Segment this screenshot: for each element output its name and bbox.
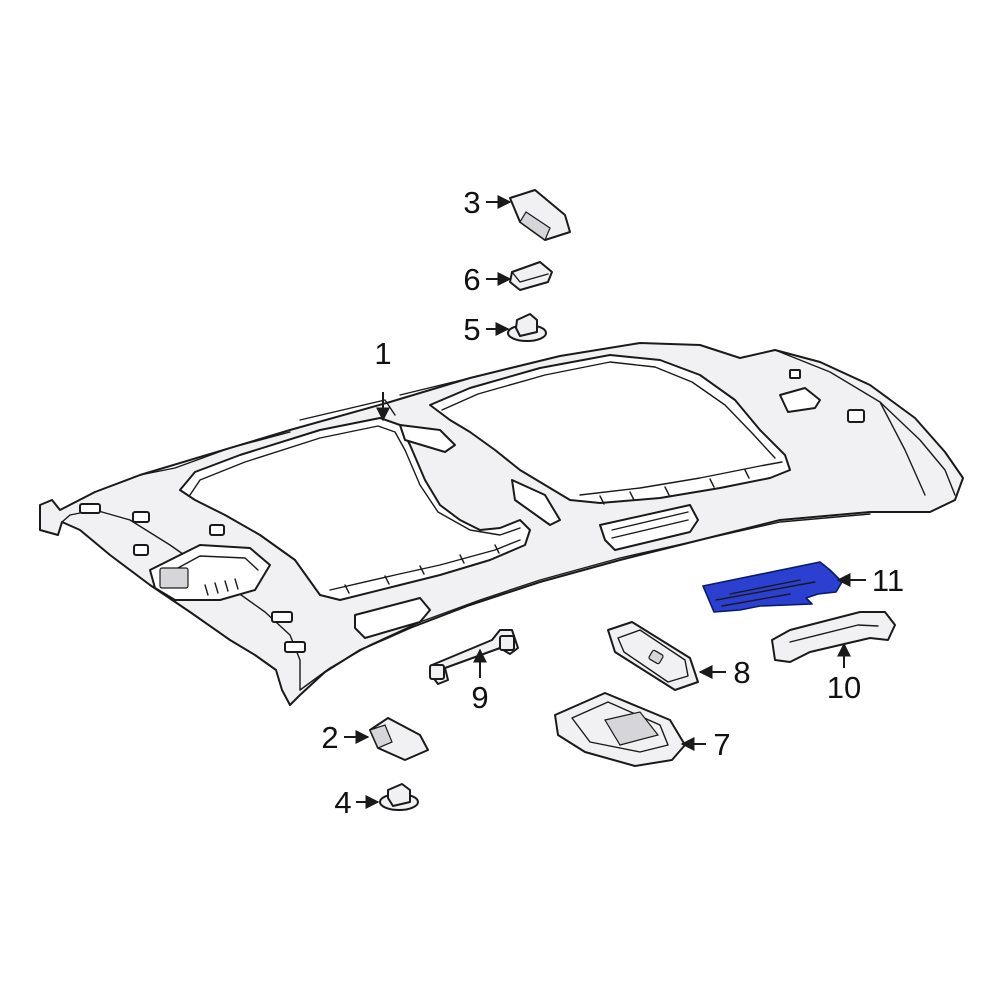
part-3-visor-clip <box>509 189 571 241</box>
callout-1: 1 <box>374 336 391 371</box>
callout-leaders <box>344 195 866 809</box>
part-6-clip <box>509 261 553 291</box>
callout-labels: 1 2 3 4 5 6 7 8 9 10 11 <box>321 185 904 820</box>
part-9-grab-handle <box>429 629 519 685</box>
callout-6: 6 <box>463 262 480 297</box>
callout-3: 3 <box>463 185 480 220</box>
callout-8: 8 <box>733 655 750 690</box>
part-7-overhead-console <box>554 692 686 767</box>
part-10-grab-handle <box>771 611 896 663</box>
callout-10: 10 <box>827 670 861 705</box>
part-11-bracket-highlighted <box>702 561 843 613</box>
callout-7: 7 <box>713 727 730 762</box>
callout-4: 4 <box>334 785 351 820</box>
callout-11: 11 <box>872 563 904 598</box>
part-5-retainer <box>507 313 547 342</box>
callout-5: 5 <box>463 312 480 347</box>
headliner-panel <box>39 342 964 706</box>
callout-9: 9 <box>471 680 488 715</box>
part-8-dome-light <box>607 621 699 691</box>
callout-2: 2 <box>321 720 338 755</box>
part-2-visor-clip <box>369 717 429 761</box>
part-4-retainer <box>379 783 419 811</box>
